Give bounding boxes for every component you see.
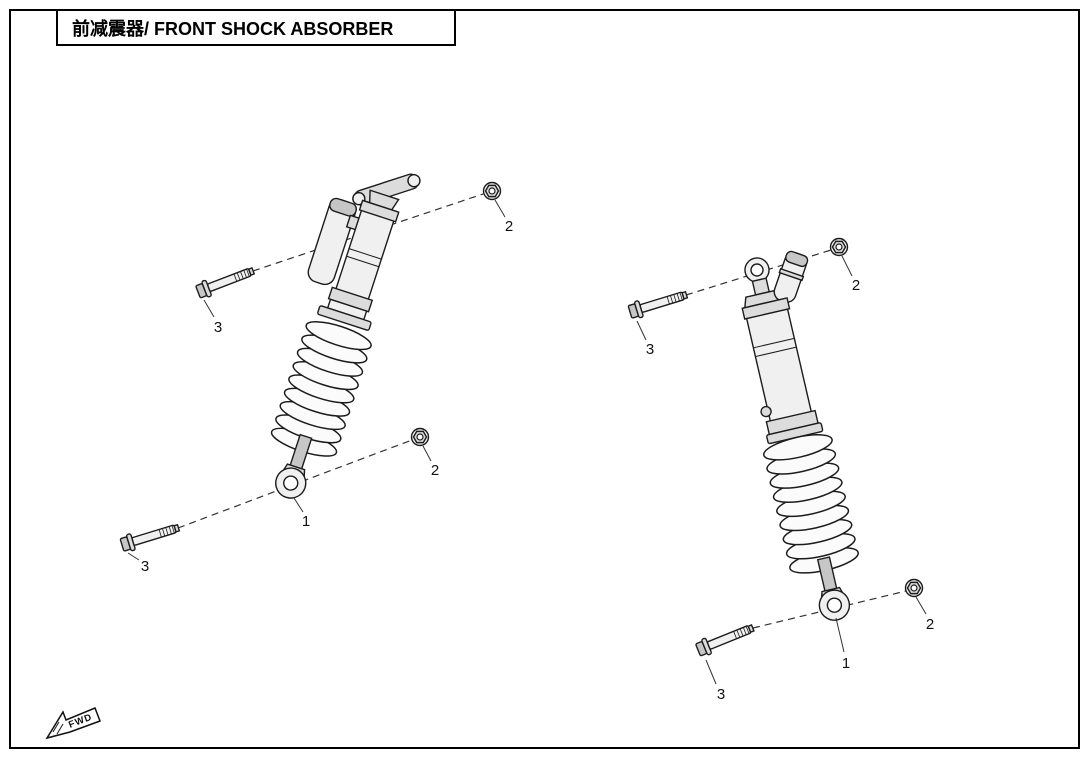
callout-right-upper-bolt: 3 [646, 341, 654, 358]
right-spring [763, 434, 859, 574]
callout-leader [293, 497, 304, 513]
right-upper-eyelet-hole [750, 263, 764, 277]
callout-leader [636, 320, 647, 341]
callout-leader [841, 255, 853, 277]
nut-icon [829, 237, 849, 257]
right-shock-assembly: 2 3 2 1 3 [626, 237, 934, 703]
right-lower-eyelet-hole [826, 597, 843, 613]
spring-coil [763, 434, 833, 461]
callout-left-lower-nut: 2 [431, 462, 439, 479]
callout-leader [203, 299, 215, 318]
left-shock-drawing [270, 173, 421, 499]
callout-left-upper-bolt: 3 [214, 319, 222, 336]
callout-leader [915, 596, 927, 615]
spring-coil [305, 321, 372, 351]
left-body-cap [358, 199, 400, 223]
left-spring [270, 321, 372, 457]
callout-left-lower-bolt: 3 [141, 558, 149, 575]
page-border [9, 9, 1080, 749]
title-box [56, 9, 456, 46]
callout-leader [705, 659, 717, 685]
bolt-icon [626, 285, 690, 321]
right-reservoir [773, 250, 809, 303]
callout-left-absorber: 1 [302, 513, 310, 530]
fwd-arrow-icon [45, 707, 101, 740]
callout-right-lower-bolt: 3 [717, 686, 725, 703]
right-reservoir-cap [785, 250, 809, 268]
callout-leader [835, 617, 845, 653]
fwd-direction-indicator: FWD [45, 707, 101, 740]
page-title: 前减震器/ FRONT SHOCK ABSORBER [72, 18, 393, 39]
right-shock-drawing [741, 250, 859, 621]
right-body-cap [741, 297, 791, 320]
callout-leader [422, 445, 432, 462]
bolt-icon [194, 262, 257, 301]
callout-right-absorber: 1 [842, 655, 850, 672]
callout-leader [494, 199, 506, 218]
right-reservoir-clamp [778, 267, 805, 282]
callout-left-upper-nut: 2 [505, 218, 513, 235]
left-reservoir-cap [329, 197, 358, 217]
callout-right-lower-nut: 2 [926, 616, 934, 633]
callout-right-upper-nut: 2 [852, 277, 860, 294]
nut-icon [410, 427, 430, 447]
right-adjuster-knob [760, 405, 772, 418]
left-spring-seat [317, 305, 372, 331]
bolt-icon [694, 619, 757, 659]
bolt-icon [118, 518, 182, 554]
nut-icon [482, 181, 502, 201]
left-lower-eyelet-hole [283, 475, 299, 491]
left-shock-assembly: 2 3 2 1 3 [118, 173, 513, 575]
callout-leader [127, 552, 140, 561]
nut-icon [904, 578, 924, 598]
